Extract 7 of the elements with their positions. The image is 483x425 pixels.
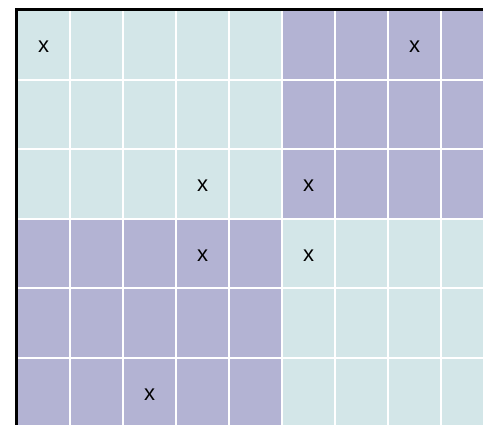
grid-cell: x (283, 220, 334, 288)
grid-cell: x (283, 150, 334, 218)
grid-cell: x (177, 220, 228, 288)
grid-cell: x (177, 150, 228, 218)
grid-cell: x (124, 358, 175, 425)
grid-cell: x (18, 11, 69, 79)
grid-cell: x (389, 11, 440, 79)
